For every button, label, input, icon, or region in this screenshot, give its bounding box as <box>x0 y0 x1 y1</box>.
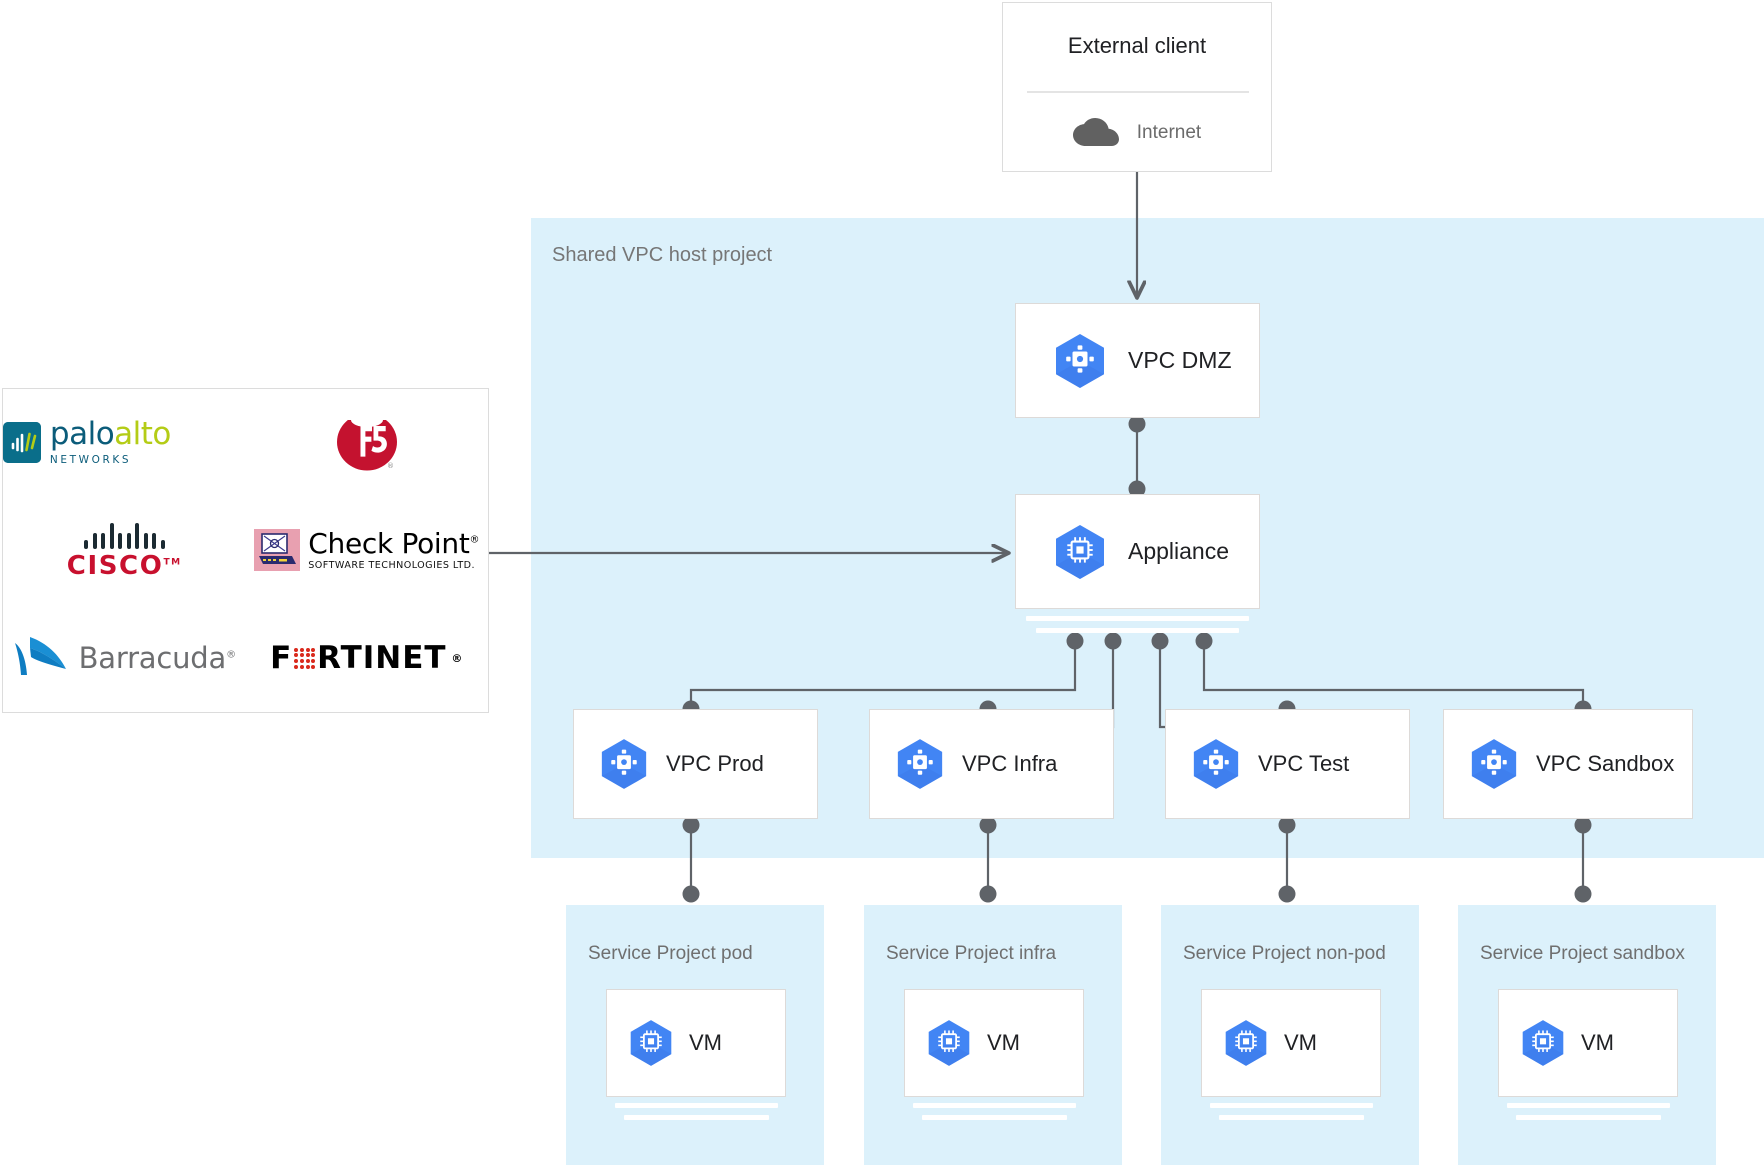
vm-label: VM <box>1581 1030 1614 1055</box>
vpc-prod-label: VPC Prod <box>666 751 764 776</box>
palo-alto-word-1: palo <box>49 416 115 453</box>
vendor-logo-fortinet: F RTINET ® <box>270 639 464 676</box>
vm-deck-bar-2 <box>1516 1115 1661 1120</box>
appliance-deck-bar-2 <box>1036 628 1239 633</box>
service-project-title: Service Project non-pod <box>1183 943 1386 964</box>
barracuda-wordmark: Barracuda® <box>78 640 236 675</box>
svg-text:®: ® <box>387 462 394 470</box>
vm-deck-bar-1 <box>913 1103 1076 1108</box>
vpc-test-card[interactable]: VPC Test <box>1165 709 1410 819</box>
fortinet-dots-icon <box>294 647 316 669</box>
f5-ball-icon: ® <box>336 411 398 474</box>
service-project-sandbox-region: Service Project sandbox VM <box>1458 905 1716 1165</box>
vm-instance-icon <box>927 1019 971 1067</box>
service-project-infra-region: Service Project infra VM <box>864 905 1122 1165</box>
palo-alto-word-2: alto <box>114 416 171 453</box>
vm-card[interactable]: VM <box>904 989 1084 1097</box>
cloud-icon <box>1072 118 1119 148</box>
check-point-name: Check Point <box>308 527 470 561</box>
barracuda-name: Barracuda <box>78 640 227 675</box>
internet-label: Internet <box>1136 122 1202 143</box>
service-project-title: Service Project sandbox <box>1480 943 1685 964</box>
palo-alto-wordmark: paloalto NETWORKS <box>50 419 246 466</box>
vpc-test-label: VPC Test <box>1258 751 1350 776</box>
check-point-mark-icon <box>254 529 301 572</box>
palo-alto-mark-icon <box>3 422 41 464</box>
fortinet-trademark: ® <box>446 651 464 665</box>
vpc-infra-card[interactable]: VPC Infra <box>869 709 1114 819</box>
vm-deck-bar-2 <box>922 1115 1067 1120</box>
vendor-logo-barracuda: Barracuda® <box>13 635 236 681</box>
vm-deck-bar-2 <box>1219 1115 1364 1120</box>
vpc-sandbox-label: VPC Sandbox <box>1536 751 1675 776</box>
fortinet-letters-rtinet: RTINET <box>317 639 447 676</box>
cisco-name: CISCO <box>66 551 164 582</box>
vm-card[interactable]: VM <box>1498 989 1678 1097</box>
vm-deck-bar-1 <box>615 1103 778 1108</box>
vpc-network-icon <box>600 738 648 790</box>
external-client-divider <box>1027 91 1249 93</box>
external-client-title: External client <box>1067 33 1207 58</box>
vpc-prod-card[interactable]: VPC Prod <box>573 709 818 819</box>
vendor-logo-check-point: Check Point® SOFTWARE TECHNOLOGIES LTD. <box>254 527 480 572</box>
appliance-deck-bar-1 <box>1026 616 1249 621</box>
vm-card[interactable]: VM <box>606 989 786 1097</box>
vendor-partners-panel: paloalto NETWORKS <box>2 388 489 713</box>
appliance-chip-icon <box>1054 524 1106 580</box>
external-client-card: External client Internet <box>1002 2 1272 172</box>
appliance-label: Appliance <box>1128 538 1230 564</box>
cisco-trademark: TM <box>163 557 182 568</box>
vm-instance-icon <box>629 1019 673 1067</box>
cisco-wordmark: CISCOTM <box>67 553 182 579</box>
vpc-network-icon <box>896 738 944 790</box>
fortinet-letter-f: F <box>270 639 293 676</box>
vm-card[interactable]: VM <box>1201 989 1381 1097</box>
shared-vpc-host-project-label: Shared VPC host project <box>552 244 773 266</box>
service-project-pod-region: Service Project pod VM <box>566 905 824 1165</box>
vpc-sandbox-card[interactable]: VPC Sandbox <box>1443 709 1693 819</box>
check-point-tagline: SOFTWARE TECHNOLOGIES LTD. <box>308 560 476 572</box>
vm-instance-icon <box>1521 1019 1565 1067</box>
vm-deck-bar-1 <box>1507 1103 1670 1108</box>
vm-deck-bar-1 <box>1210 1103 1373 1108</box>
vendor-logo-palo-alto: paloalto NETWORKS <box>3 419 246 466</box>
vpc-infra-label: VPC Infra <box>962 751 1058 776</box>
vendor-logo-f5: ® <box>336 411 398 474</box>
internet-row: Internet <box>1003 95 1271 171</box>
vpc-network-icon <box>1192 738 1240 790</box>
vm-label: VM <box>1284 1030 1317 1055</box>
palo-alto-tagline: NETWORKS <box>49 454 132 467</box>
appliance-card[interactable]: Appliance <box>1015 494 1260 609</box>
vpc-dmz-label: VPC DMZ <box>1128 347 1232 373</box>
service-project-title: Service Project infra <box>886 943 1057 964</box>
vm-label: VM <box>689 1030 722 1055</box>
vpc-network-icon <box>1054 333 1106 389</box>
vm-label: VM <box>987 1030 1020 1055</box>
vm-instance-icon <box>1224 1019 1268 1067</box>
service-project-title: Service Project pod <box>588 943 753 964</box>
vendor-logo-cisco: CISCOTM <box>67 521 182 579</box>
check-point-wordmark: Check Point® SOFTWARE TECHNOLOGIES LTD. <box>308 527 480 572</box>
vm-deck-bar-2 <box>624 1115 769 1120</box>
fortinet-wordmark: F RTINET ® <box>270 639 464 676</box>
cisco-bars-icon <box>84 521 165 550</box>
service-project-non-pod-region: Service Project non-pod VM <box>1161 905 1419 1165</box>
vpc-dmz-card[interactable]: VPC DMZ <box>1015 303 1260 418</box>
barracuda-fin-icon <box>13 635 71 681</box>
vpc-network-icon <box>1470 738 1518 790</box>
